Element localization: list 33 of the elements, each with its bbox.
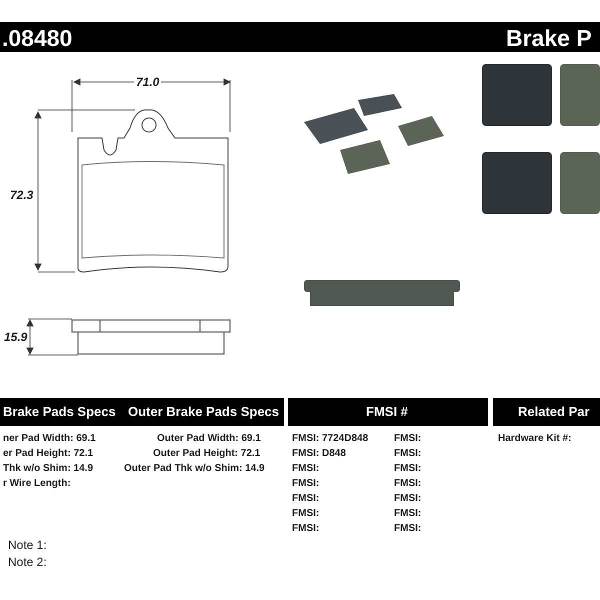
column-header: Outer Brake Pads Specs	[128, 404, 280, 419]
column-header: Related Par	[518, 404, 590, 419]
spec-text: FMSI:	[292, 523, 320, 534]
spec-text: FMSI:	[394, 463, 422, 474]
spec-text: FMSI:	[394, 478, 422, 489]
part-number: .08480	[2, 25, 72, 52]
dimension-value: 72.3	[8, 188, 36, 202]
spec-text: FMSI:	[292, 493, 320, 504]
spec-text: FMSI:	[394, 508, 422, 519]
column-header: FMSI #	[366, 404, 408, 419]
spec-text: Outer Pad Thk w/o Shim: 14.9	[124, 463, 265, 474]
spec-text: FMSI:	[292, 478, 320, 489]
spec-text: Hardware Kit #:	[498, 433, 572, 444]
spec-text: FMSI:	[394, 493, 422, 504]
spec-text: FMSI: D848	[292, 448, 346, 459]
title-text: Brake P	[506, 25, 592, 52]
spec-text: FMSI: 7724D848	[292, 433, 368, 444]
note-text: Note 2:	[8, 555, 47, 569]
dimension-value: 71.0	[134, 75, 162, 89]
spec-text: r Wire Length:	[3, 478, 71, 489]
note-text: Note 1:	[8, 538, 47, 552]
spec-text: FMSI:	[394, 433, 422, 444]
spec-text: ner Pad Width: 69.1	[3, 433, 96, 444]
spec-text: FMSI:	[292, 508, 320, 519]
spec-text: Thk w/o Shim: 14.9	[3, 463, 94, 474]
spec-text: er Pad Height: 72.1	[3, 448, 94, 459]
column-header: Brake Pads Specs	[3, 404, 116, 419]
spec-text: FMSI:	[394, 523, 422, 534]
spec-text: Outer Pad Width: 69.1	[157, 433, 261, 444]
spec-text: FMSI:	[394, 448, 422, 459]
dimension-value: 15.9	[2, 330, 30, 344]
spec-text: Outer Pad Height: 72.1	[153, 448, 260, 459]
spec-text: FMSI:	[292, 463, 320, 474]
